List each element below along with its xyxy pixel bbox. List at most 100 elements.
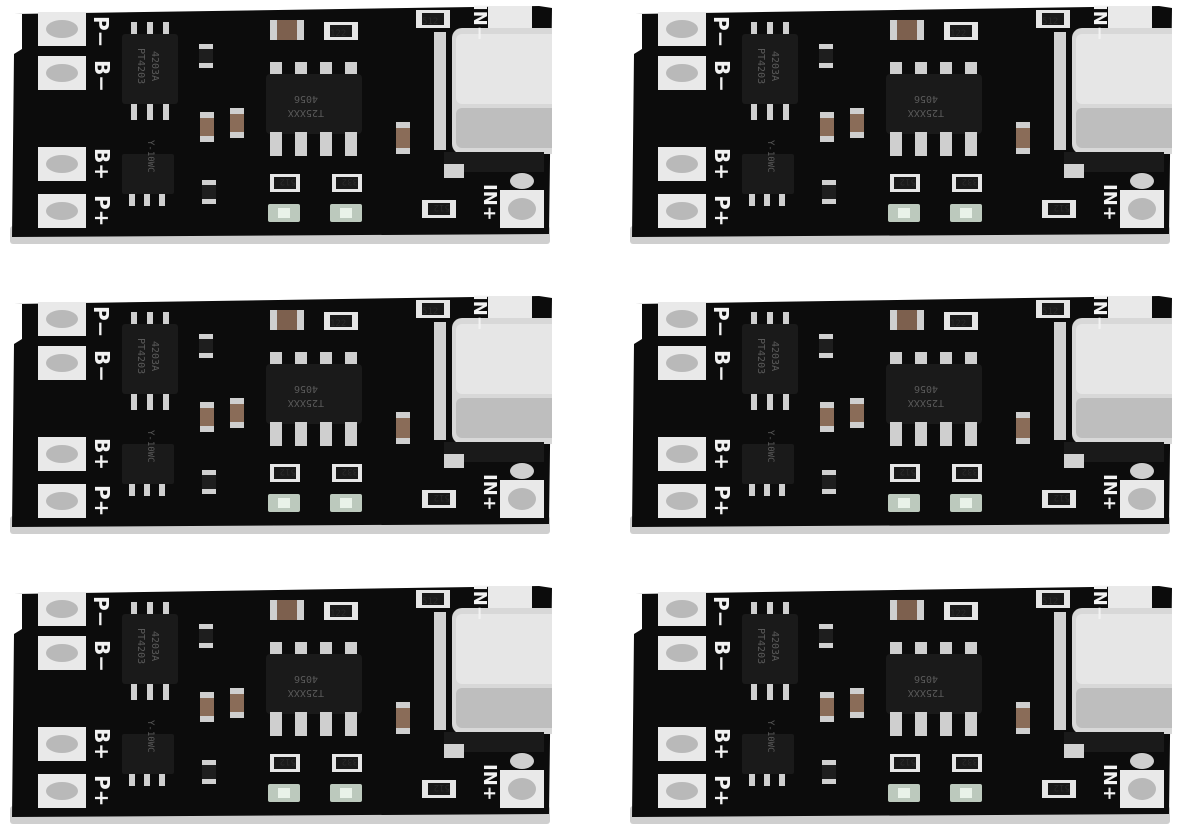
resistor-small: [199, 334, 213, 358]
resistor-bottom-left-marking: 512: [900, 176, 916, 186]
resistor-top-marking: 122: [950, 29, 966, 39]
led-indicators: [888, 784, 982, 802]
label-p-minus: P−: [89, 306, 113, 337]
charger-board-graphic: P− B− B+ P+ 4203A PT4203: [630, 584, 1172, 824]
charger-board-graphic: P− B− B+ P+ 4203A PT4203: [10, 294, 552, 534]
label-in-minus: IN−: [1089, 294, 1110, 331]
mosfet-marking: Y-10WC: [765, 140, 775, 173]
label-p-minus: P−: [709, 16, 733, 47]
protection-ic: 4203A PT4203: [122, 22, 178, 120]
charger-board-1: P− B− B+ P+ 4203A PT4203: [4, 4, 552, 249]
protection-ic-marking: 4203A: [149, 51, 160, 81]
charger-ic: 4056 T25XXX: [886, 642, 982, 736]
resistor-bottom-right-marking: 512: [1054, 782, 1070, 792]
capacitors: [200, 20, 410, 154]
charger-board-2: P− B− B+ P+ 4203A PT4203: [624, 4, 1172, 249]
charger-ic-marking-2: T25XXX: [288, 107, 324, 118]
label-in-plus: IN+: [479, 764, 500, 801]
protection-ic: 4203A PT4203: [742, 602, 798, 700]
resistor-vertical: [202, 470, 216, 494]
protection-ic-marking-2: PT4203: [755, 338, 766, 374]
charger-ic: 4056 T25XXX: [266, 62, 362, 156]
resistor-bottom-right: 512: [422, 490, 456, 508]
led-indicators: [268, 784, 362, 802]
label-in-minus: IN−: [1089, 4, 1110, 41]
charger-ic-marking: 4056: [294, 673, 318, 684]
resistor-top-marking: 122: [330, 609, 346, 619]
resistor-top: 122: [944, 22, 978, 40]
resistor-small: [199, 44, 213, 68]
label-b-plus: B+: [710, 148, 734, 180]
label-in-minus: IN−: [469, 4, 490, 41]
resistor-bottom-left: 512: [270, 464, 300, 482]
resistor-bottom-mid: 332: [332, 754, 362, 772]
label-b-plus: B+: [90, 148, 114, 180]
resistor-vertical: [202, 760, 216, 784]
protection-ic-marking-2: PT4203: [135, 338, 146, 374]
charger-ic-marking-2: T25XXX: [288, 687, 324, 698]
led-indicators: [268, 494, 362, 512]
label-p-plus: P+: [710, 775, 734, 806]
resistor-bottom-left: 512: [890, 464, 920, 482]
led-indicators: [888, 204, 982, 222]
resistor-top-right: 512: [416, 300, 450, 318]
charger-board-4: P− B− B+ P+ 4203A PT4203: [624, 294, 1172, 539]
label-b-plus: B+: [710, 438, 734, 470]
capacitors: [820, 20, 1030, 154]
charger-ic-marking-2: T25XXX: [908, 107, 944, 118]
capacitors: [200, 310, 410, 444]
mosfet-marking: Y-10WC: [145, 140, 155, 173]
resistor-small: [819, 334, 833, 358]
mosfet-marking: Y-10WC: [765, 720, 775, 753]
charger-ic-marking: 4056: [914, 383, 938, 394]
label-in-plus: IN+: [479, 474, 500, 511]
resistor-bottom-mid: 332: [332, 464, 362, 482]
protection-ic-marking: 4203A: [149, 341, 160, 371]
protection-ic-marking-2: PT4203: [755, 48, 766, 84]
protection-ic: 4203A PT4203: [122, 602, 178, 700]
resistor-bottom-right-marking: 512: [434, 202, 450, 212]
resistor-bottom-right: 512: [1042, 200, 1076, 218]
protection-ic: 4203A PT4203: [122, 312, 178, 410]
label-in-minus: IN−: [469, 294, 490, 331]
solder-pads-left: [38, 592, 86, 808]
mosfet: Y-10WC: [122, 140, 174, 206]
charger-ic-marking: 4056: [914, 93, 938, 104]
resistor-top-marking: 122: [330, 319, 346, 329]
charger-board-graphic: P− B− B+ P+ 4203A PT4203: [630, 4, 1172, 244]
resistor-bottom-mid-marking: 332: [962, 756, 978, 766]
label-p-plus: P+: [90, 195, 114, 226]
resistor-top-right: 512: [1036, 300, 1070, 318]
resistor-bottom-right: 512: [422, 780, 456, 798]
solder-pads-left: [658, 592, 706, 808]
protection-ic: 4203A PT4203: [742, 312, 798, 410]
resistor-bottom-right-marking: 512: [434, 492, 450, 502]
resistor-top: 122: [324, 602, 358, 620]
label-p-plus: P+: [710, 485, 734, 516]
resistor-top-right-marking: 512: [1042, 307, 1058, 317]
led-indicators: [888, 494, 982, 512]
resistor-top-marking: 122: [950, 319, 966, 329]
resistor-top-right-marking: 512: [422, 17, 438, 27]
label-b-minus: B−: [710, 350, 734, 382]
mosfet: Y-10WC: [122, 430, 174, 496]
label-p-plus: P+: [90, 775, 114, 806]
label-in-minus: IN−: [469, 584, 490, 621]
resistor-bottom-left-marking: 512: [900, 466, 916, 476]
usb-c-connector: [1054, 28, 1172, 178]
charger-board-3: P− B− B+ P+ 4203A PT4203: [4, 294, 552, 539]
solder-pads-right: [488, 6, 544, 228]
resistor-top-right: 512: [1036, 10, 1070, 28]
resistor-top-right: 512: [416, 590, 450, 608]
label-b-minus: B−: [90, 350, 114, 382]
capacitors: [820, 310, 1030, 444]
label-b-minus: B−: [90, 60, 114, 92]
resistor-small: [819, 44, 833, 68]
mosfet: Y-10WC: [742, 720, 794, 786]
resistor-bottom-mid: 332: [332, 174, 362, 192]
resistor-bottom-right: 512: [422, 200, 456, 218]
label-in-plus: IN+: [1099, 184, 1120, 221]
label-in-plus: IN+: [1099, 474, 1120, 511]
label-b-plus: B+: [710, 728, 734, 760]
